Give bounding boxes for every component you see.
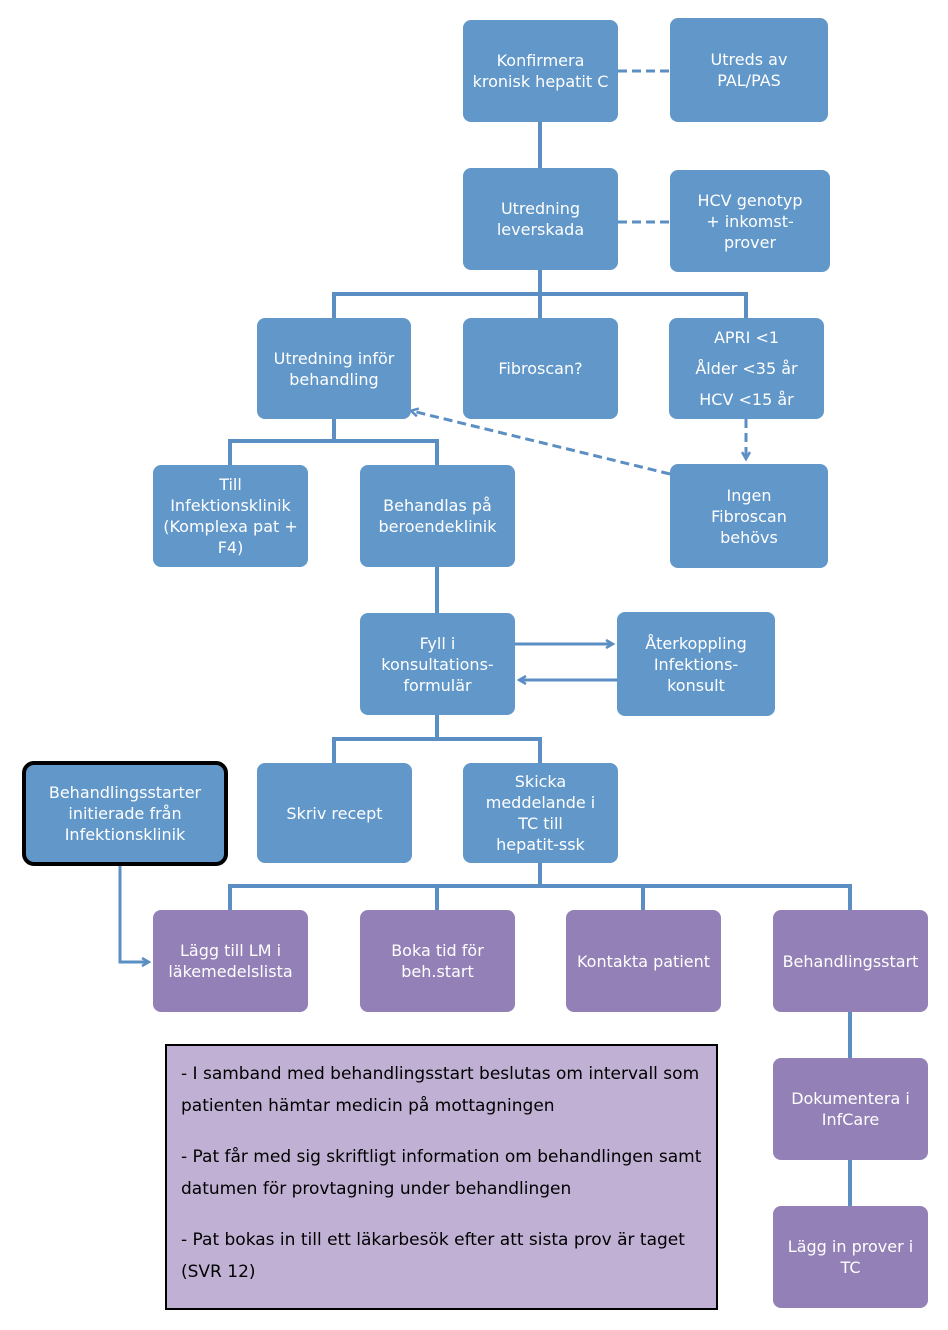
node-utreds-av-pal: Utreds av PAL/PAS	[670, 18, 828, 122]
node-aterkoppling-infektionskonsult: Återkoppling Infektions- konsult	[617, 612, 775, 716]
node-skriv-recept-text: Skriv recept	[286, 803, 383, 823]
connector-branch-skicka	[437, 737, 542, 763]
connector-utredning-infor-branch	[228, 419, 336, 465]
node-apri-line-1: APRI <1	[713, 328, 780, 347]
node-fyll-i-konsultationsformular: Fyll i konsultations- formulär	[360, 613, 515, 715]
node-boka-tid: Boka tid för beh.start	[360, 910, 515, 1012]
node-skriv-recept: Skriv recept	[257, 763, 412, 863]
node-hcv-genotyp-text: HCV genotyp + inkomst- prover	[697, 190, 803, 252]
node-kontakta-patient-text: Kontakta patient	[576, 951, 711, 971]
connector-branch-behandlingsstart	[540, 884, 852, 910]
node-apri-criteria: APRI <1 Ålder <35 år HCV <15 år	[669, 318, 824, 419]
node-konfirmera-hepatit-text: Konfirmera kronisk hepatit C	[472, 51, 609, 91]
node-utredning-infor-behandling-text: Utredning inför behandling	[273, 348, 395, 389]
node-hcv-genotyp: HCV genotyp + inkomst- prover	[670, 170, 830, 272]
node-lagg-in-prover: Lägg in prover i TC	[773, 1206, 928, 1308]
node-fibroscan: Fibroscan?	[463, 318, 618, 419]
node-till-infektionsklinik-text: Till Infektionsklinik (Komplexa pat + F4…	[163, 475, 298, 557]
node-behandlingsstarter-infektionsklinik-text: Behandlingsstarter initierade från Infek…	[48, 783, 202, 844]
connector-fyll-branch	[332, 715, 439, 763]
node-ingen-fibroscan-text: Ingen Fibroscan behövs	[711, 485, 787, 547]
dashed-ingen-utredning-infor	[412, 411, 671, 476]
node-behandlingsstarter-infektionsklinik: Behandlingsstarter initierade från Infek…	[22, 761, 228, 866]
node-utredning-leverskada: Utredning leverskada	[463, 168, 618, 270]
node-konfirmera-hepatit: Konfirmera kronisk hepatit C	[463, 20, 618, 122]
connector-branch-apri	[540, 292, 748, 318]
node-dokumentera-infcare: Dokumentera i InfCare	[773, 1058, 928, 1160]
note-2: - Pat får med sig skriftligt information…	[181, 1147, 702, 1199]
node-behandlas-pa-beroendeklinik: Behandlas på beroendeklinik	[360, 465, 515, 567]
notes-box: - I samband med behandlingsstart besluta…	[165, 1044, 718, 1310]
node-skicka-meddelande-text: Skicka meddelande i TC till hepatit-ssk	[485, 772, 596, 854]
node-boka-tid-text: Boka tid för beh.start	[391, 941, 484, 981]
node-utredning-infor-behandling: Utredning inför behandling	[257, 318, 411, 419]
node-apri-line-3: HCV <15 år	[699, 390, 794, 409]
node-behandlingsstart: Behandlingsstart	[773, 910, 928, 1012]
arrow-behandlingsstarter-lagg-till	[118, 866, 148, 962]
node-fyll-i-konsultationsformular-text: Fyll i konsultations- formulär	[381, 633, 494, 695]
node-utreds-av-pal-text: Utreds av PAL/PAS	[710, 50, 788, 90]
node-behandlas-pa-beroendeklinik-text: Behandlas på beroendeklinik	[378, 496, 497, 536]
node-lagg-in-prover-text: Lägg in prover i TC	[787, 1237, 914, 1277]
node-dokumentera-infcare-text: Dokumentera i InfCare	[791, 1089, 910, 1129]
node-apri-line-2: Ålder <35 år	[695, 359, 798, 378]
node-till-infektionsklinik: Till Infektionsklinik (Komplexa pat + F4…	[153, 465, 308, 567]
connector-utredning-branch	[332, 270, 542, 318]
connector-branch-behandlas	[334, 439, 439, 465]
node-kontakta-patient: Kontakta patient	[566, 910, 721, 1012]
connector-skicka-branch	[228, 863, 542, 910]
node-ingen-fibroscan: Ingen Fibroscan behövs	[670, 464, 828, 568]
note-1: - I samband med behandlingsstart besluta…	[181, 1064, 700, 1116]
note-3: - Pat bokas in till ett läkarbesök efter…	[181, 1230, 685, 1282]
node-lagg-till-lm-text: Lägg till LM i läkemedelslista	[168, 941, 293, 981]
node-utredning-leverskada-text: Utredning leverskada	[496, 199, 585, 239]
node-fibroscan-text: Fibroscan?	[498, 359, 583, 378]
node-behandlingsstart-text: Behandlingsstart	[782, 951, 919, 971]
node-lagg-till-lm: Lägg till LM i läkemedelslista	[153, 910, 308, 1012]
node-aterkoppling-infektionskonsult-text: Återkoppling Infektions- konsult	[645, 633, 747, 695]
node-skicka-meddelande: Skicka meddelande i TC till hepatit-ssk	[463, 763, 618, 863]
